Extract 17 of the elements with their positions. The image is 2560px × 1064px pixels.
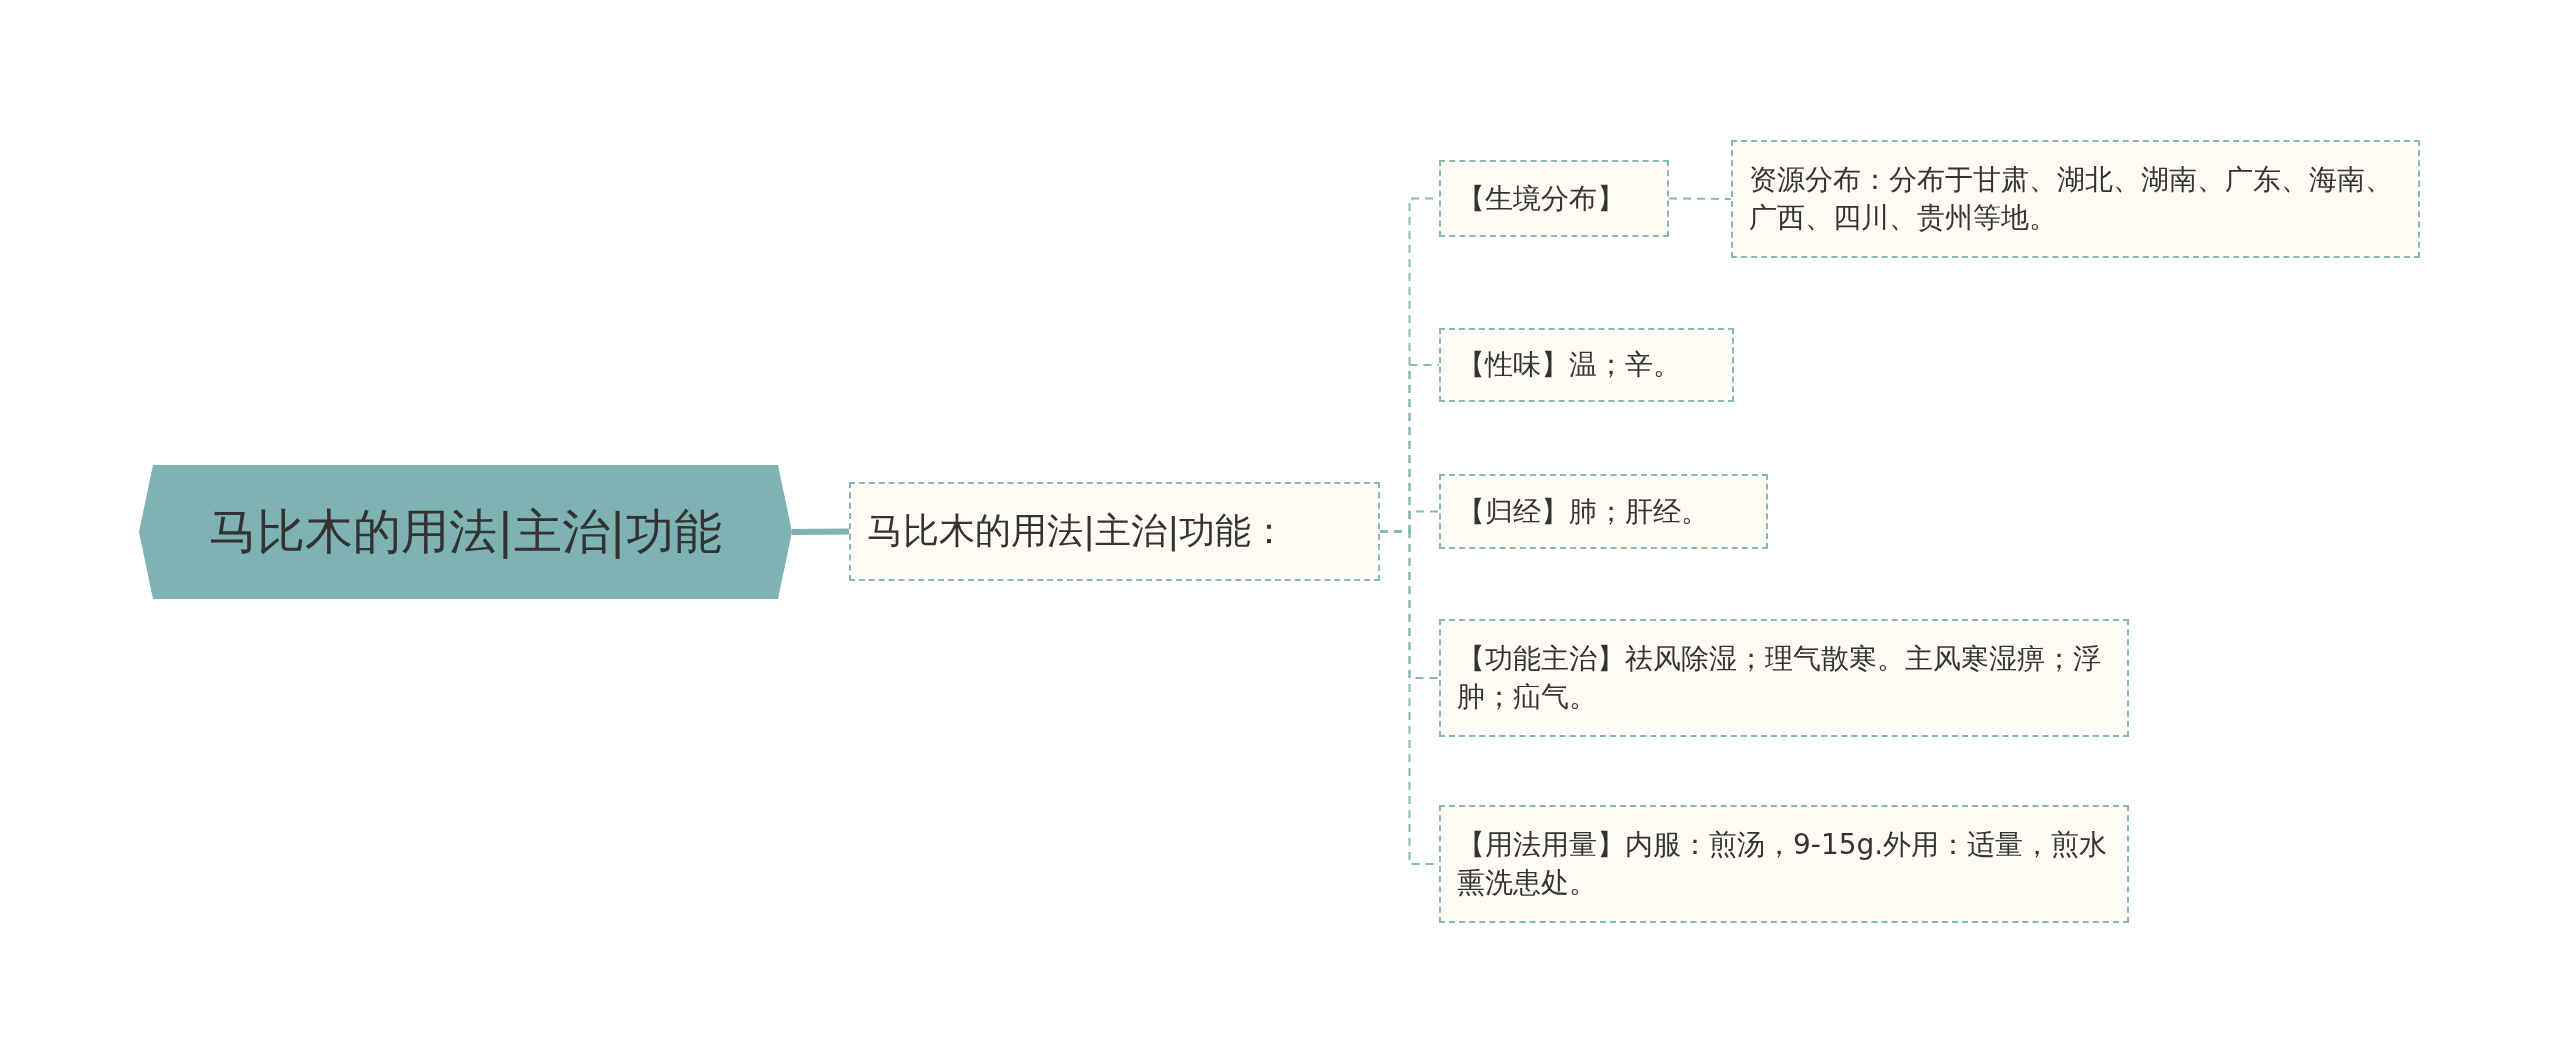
leaf-box — [1439, 328, 1734, 402]
node-text: 马比木的用法|主治|功能： — [867, 509, 1288, 554]
node-text: 【性味】温；辛。 — [1457, 347, 1681, 384]
node-text: 【功能主治】祛风除湿；理气散寒。主风寒湿痹；浮肿；疝气。 — [1457, 641, 2102, 715]
node-text: 【生境分布】 — [1457, 180, 1625, 217]
subtopic-box — [849, 482, 1380, 581]
leaf-box — [1439, 805, 2129, 923]
leaf-box — [1439, 160, 1669, 237]
leaf-box — [1439, 474, 1768, 549]
node-text: 【用法用量】内服：煎汤，9-15g.外用：适量，煎水熏洗患处。 — [1457, 827, 2109, 901]
connector-line — [1668, 197, 1732, 200]
node-text: 资源分布：分布于甘肃、湖北、湖南、广东、海南、广西、四川、贵州等地。 — [1749, 162, 2394, 236]
topic-title: 马比木的用法|主治|功能 — [209, 502, 722, 561]
node-text: 【归经】肺；肝经。 — [1457, 493, 1709, 530]
connector-line — [791, 528, 850, 535]
leaf-box — [1439, 619, 2129, 737]
leaf-box — [1731, 140, 2420, 258]
